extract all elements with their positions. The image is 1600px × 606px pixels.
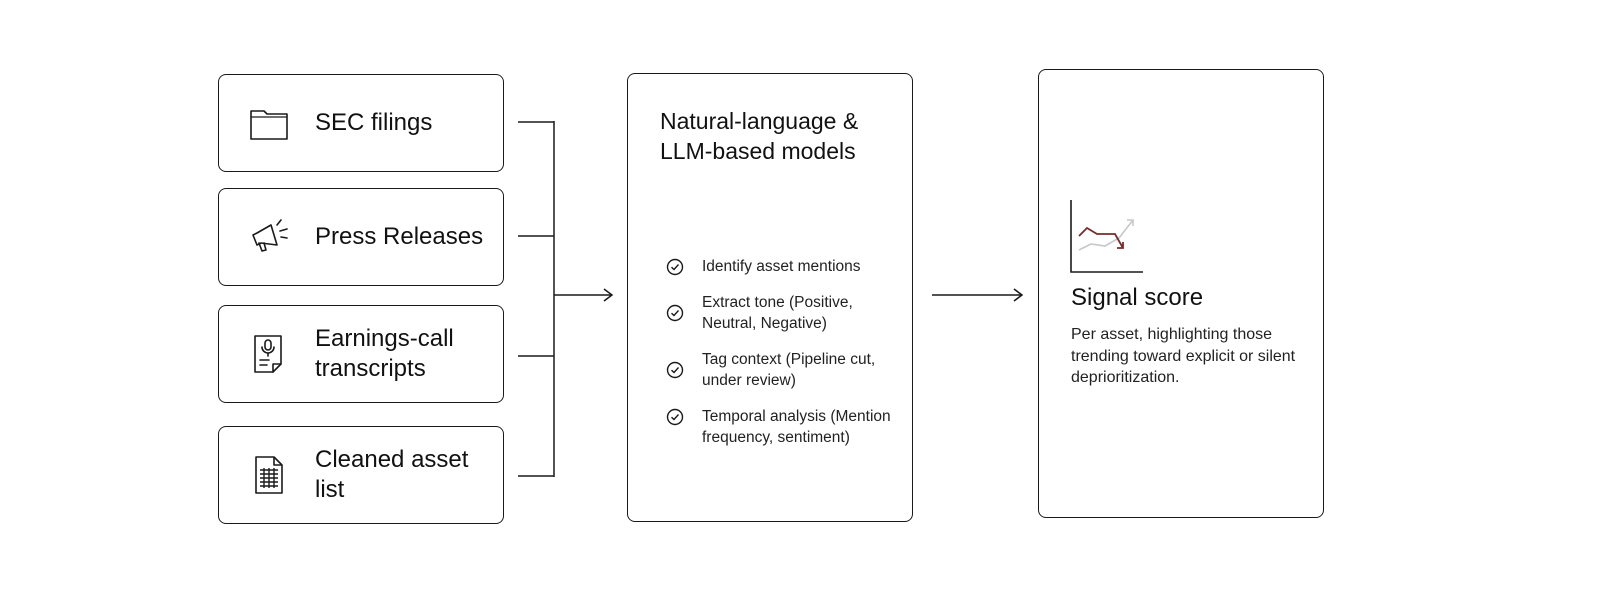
megaphone-icon <box>252 219 288 252</box>
output-description: Per asset, highlighting those trending t… <box>1071 326 1296 386</box>
check-circle-icon <box>666 408 684 426</box>
source-label: Press Releases <box>315 223 484 250</box>
check-circle-icon <box>666 304 684 322</box>
document-list-icon <box>255 456 283 494</box>
model-step-text: Tag context (Pipeline cut, under review) <box>702 351 876 389</box>
transcript-microphone-icon <box>254 335 282 373</box>
source-card-press-releases: Press Releases <box>218 188 504 286</box>
source-card-cleaned-asset-list: Cleaned asset list <box>218 426 504 524</box>
model-step: Extract tone (Positive, Neutral, Negativ… <box>666 292 906 334</box>
model-steps: Identify asset mentions Extract tone (Po… <box>666 256 906 463</box>
model-step-text: Extract tone (Positive, Neutral, Negativ… <box>702 294 853 332</box>
source-label: Cleaned asset list <box>315 446 469 503</box>
source-card-sec-filings: SEC filings <box>218 74 504 172</box>
source-label: SEC filings <box>315 109 433 136</box>
source-card-earnings-call-transcripts: Earnings-call transcripts <box>218 305 504 403</box>
model-step: Temporal analysis (Mention frequency, se… <box>666 406 906 448</box>
model-title: Natural-language & LLM-based models <box>660 108 859 164</box>
check-circle-icon <box>666 258 684 276</box>
model-step-text: Identify asset mentions <box>702 258 861 275</box>
trend-chart-icon <box>1070 200 1143 273</box>
model-step: Tag context (Pipeline cut, under review) <box>666 349 906 391</box>
source-label: Earnings-call transcripts <box>315 325 454 382</box>
output-card: Signal score Per asset, highlighting tho… <box>1038 69 1324 518</box>
output-title: Signal score <box>1071 284 1204 311</box>
folder-icon <box>250 110 288 140</box>
model-step: Identify asset mentions <box>666 256 906 277</box>
model-step-text: Temporal analysis (Mention frequency, se… <box>702 408 891 446</box>
model-card: Natural-language & LLM-based models Iden… <box>627 73 913 522</box>
check-circle-icon <box>666 361 684 379</box>
